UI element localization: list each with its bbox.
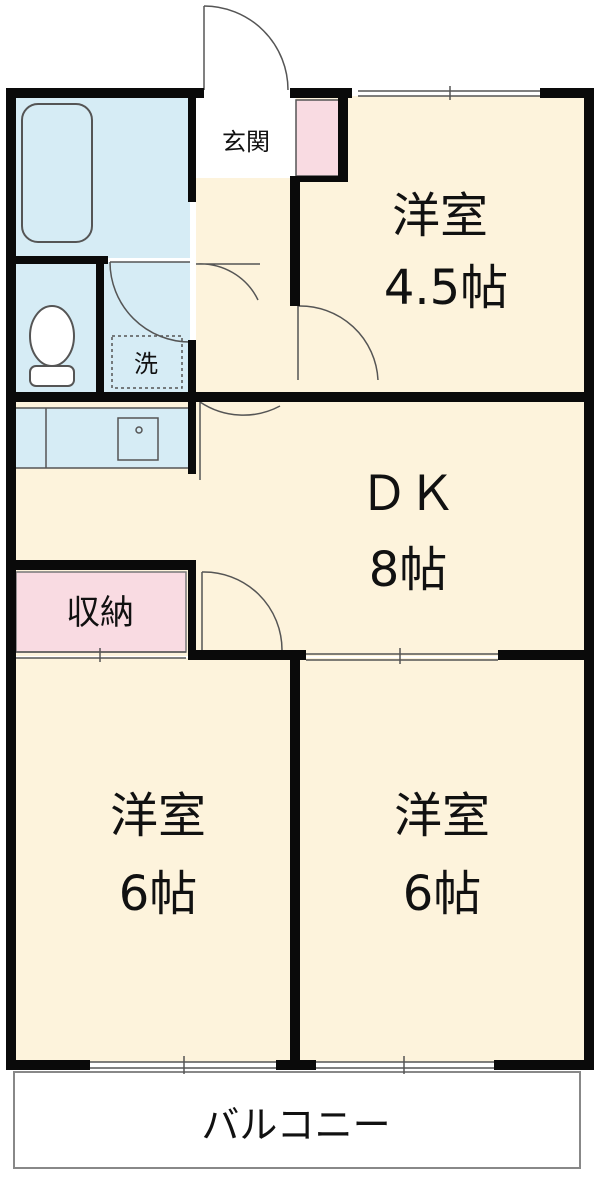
dk-name: ＤＫ	[360, 466, 456, 522]
sink-icon	[117, 417, 159, 461]
window-marks	[16, 86, 540, 1074]
entrance-door-icon	[203, 5, 289, 91]
balcony-area	[13, 1071, 581, 1169]
balcony-label: バルコニー	[201, 1103, 390, 1147]
western-room-right-size: 6帖	[403, 866, 482, 922]
closet-area	[15, 571, 187, 653]
shoe-storage	[295, 99, 341, 177]
entrance-label: 玄関	[222, 128, 270, 156]
washer-label: 洗	[134, 350, 158, 378]
sink-drain-icon	[135, 426, 143, 434]
bathtub-icon	[21, 103, 93, 243]
western-room-top-name: 洋室	[392, 188, 488, 244]
room-western-6-right	[300, 658, 584, 1062]
closet-label: 収納	[66, 593, 134, 633]
entrance-floor	[196, 96, 296, 178]
western-room-right-name: 洋室	[394, 788, 490, 844]
toilet-icon	[29, 305, 75, 387]
room-hallway	[196, 178, 296, 396]
washer-pan	[111, 335, 183, 389]
western-room-left-name: 洋室	[110, 788, 206, 844]
room-western-6-left	[14, 658, 294, 1062]
kitchen-counter	[13, 407, 191, 469]
western-room-left-size: 6帖	[119, 866, 198, 922]
dk-size: 8帖	[369, 542, 448, 598]
door-swing-icons	[109, 261, 379, 651]
walls	[6, 88, 594, 1070]
western-room-top-size: 4.5帖	[384, 260, 508, 316]
